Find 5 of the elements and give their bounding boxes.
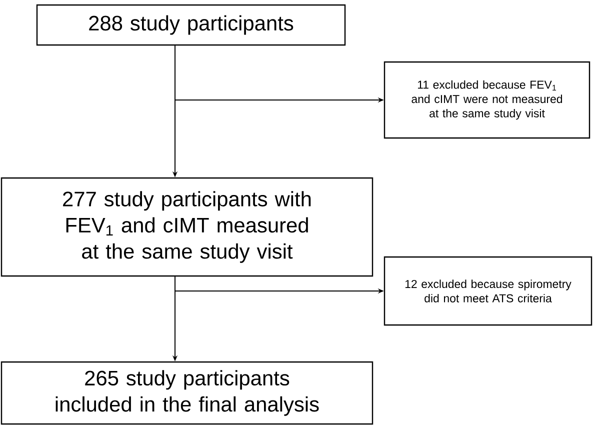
exclusion-box: 11 excluded because FEV$_{1}$ and cIMT were not measured at the same study visit	[384, 61, 590, 139]
exclusion-box: 12 excluded because spirometry did not meet ATS criteria	[384, 256, 592, 326]
process-box: 265 study participants included in the final analysis	[0, 361, 374, 425]
process-box: 277 study participants with FEV$_{1}$ and cIMT measured at the same study visit	[0, 177, 374, 277]
process-box: 288 study participants	[36, 4, 346, 46]
